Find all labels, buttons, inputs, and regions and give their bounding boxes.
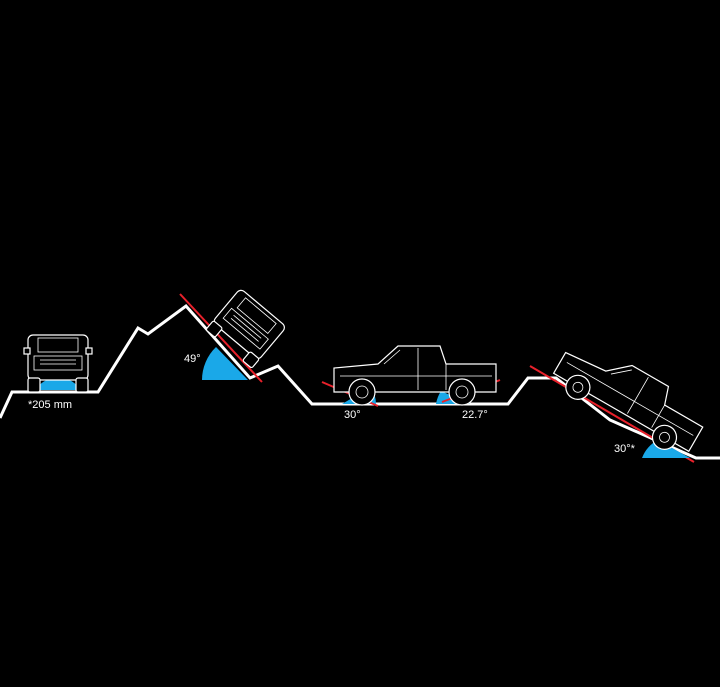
front-view-truck <box>23 334 93 393</box>
side-tilt-label: 49° <box>184 353 201 365</box>
side-tilt-truck <box>179 289 285 383</box>
terrain-profile <box>0 303 720 460</box>
side-tilt-arc <box>202 347 248 380</box>
descending-truck <box>529 351 704 463</box>
clearance-arc <box>38 378 78 390</box>
side-tilt-line <box>179 293 263 383</box>
ground-clearance-label: *205 mm <box>28 399 72 411</box>
departure-angle-label: 30°* <box>614 443 636 455</box>
side-view-truck <box>321 345 501 407</box>
ramp-over-angle-label: 22.7° <box>462 409 488 421</box>
approach-angle-label: 30° <box>344 409 361 421</box>
